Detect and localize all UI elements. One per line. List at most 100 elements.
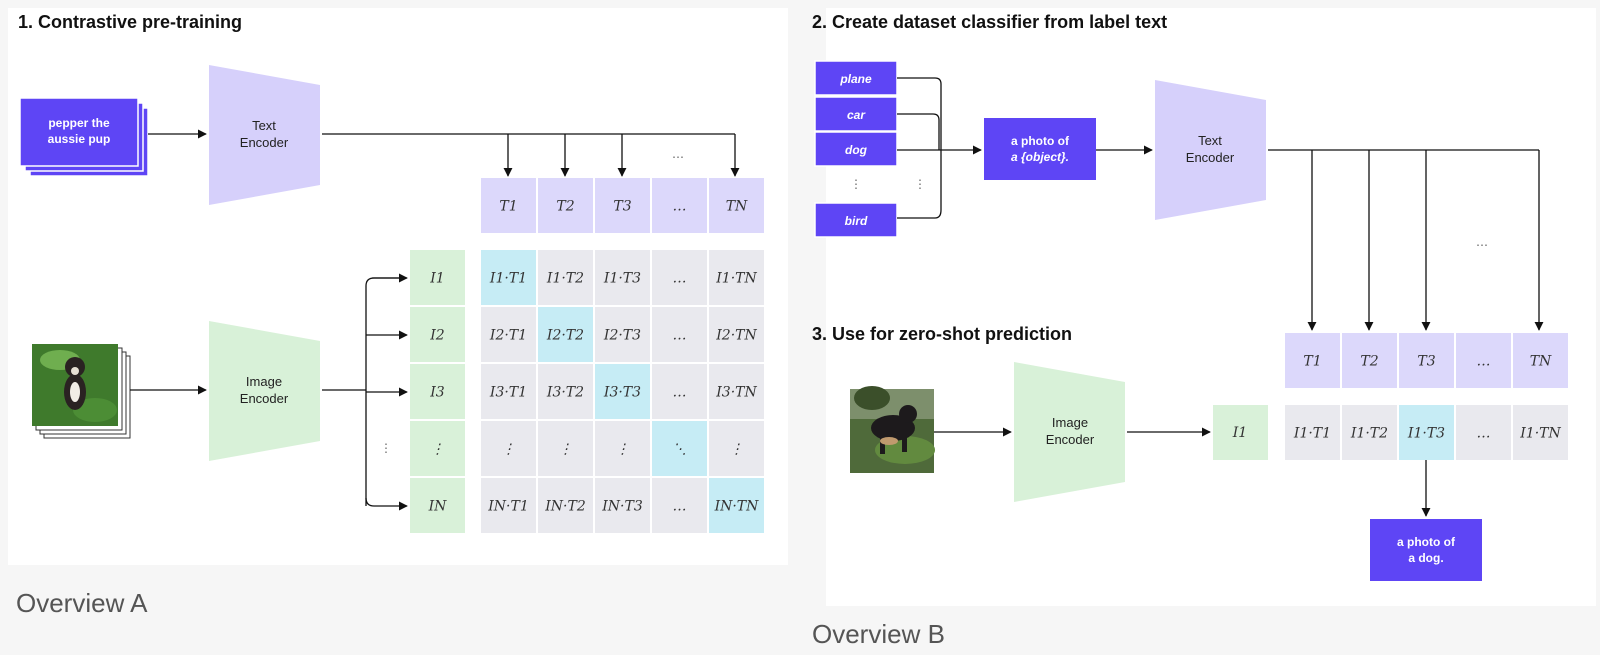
- t-b-3-label: …: [1477, 354, 1491, 370]
- matrix-a-2-4-cell: [709, 364, 764, 419]
- i-a-4-cell: [410, 478, 465, 533]
- matrix-a-1-4-label: I2·TN: [715, 328, 757, 344]
- row-b-4-cell: [1513, 405, 1568, 460]
- i-a-3-label: ⋮: [431, 442, 445, 458]
- matrix-a-4-2-cell: [595, 478, 650, 533]
- label-box-2: [814, 131, 898, 167]
- top-ellipsis-a: …: [672, 147, 684, 161]
- image-encoder-a-line-2: Encoder: [240, 391, 289, 406]
- image-encoder-b-line-1: Image: [1052, 415, 1088, 430]
- matrix-a-1-3-cell: [652, 307, 707, 362]
- t-a-3-label: …: [673, 199, 687, 215]
- matrix-a-1-2-cell: [595, 307, 650, 362]
- matrix-a-1-2-label: I2·T3: [603, 328, 641, 344]
- image-encoder-a: [209, 321, 320, 461]
- label-ellipsis: ⋮: [850, 177, 862, 191]
- text-encoder-a-line-2: Encoder: [240, 135, 289, 150]
- matrix-a-0-2-cell: [595, 250, 650, 305]
- matrix-a-2-0-cell: [481, 364, 536, 419]
- matrix-a-2-3-cell: [652, 364, 707, 419]
- row-b-4-label: I1·TN: [1519, 426, 1561, 442]
- matrix-a-3-0-cell: [481, 421, 536, 476]
- output-line-1: a photo of: [1397, 535, 1456, 549]
- matrix-a-3-4-cell: [709, 421, 764, 476]
- row-b-1-cell: [1342, 405, 1397, 460]
- template-line-2: a {object}.: [1011, 150, 1069, 164]
- text-encoder-b-line-2: Encoder: [1186, 150, 1235, 165]
- t-b-4-label: TN: [1530, 354, 1552, 370]
- t-a-2-label: T3: [613, 199, 631, 215]
- t-a-2-cell: [595, 178, 650, 233]
- t-b-4-cell: [1513, 333, 1568, 388]
- t-a-4-cell: [709, 178, 764, 233]
- row-b-3-label: …: [1477, 426, 1491, 442]
- t-b-2-label: T3: [1417, 354, 1435, 370]
- row-b-1-label: I1·T2: [1350, 426, 1388, 442]
- matrix-a-2-2-cell: [595, 364, 650, 419]
- matrix-a-0-4-label: I1·TN: [715, 271, 757, 287]
- i-a-0-cell: [410, 250, 465, 305]
- arrow-to-in: [365, 497, 408, 511]
- matrix-a-4-3-cell: [652, 478, 707, 533]
- t-a-4-label: TN: [726, 199, 748, 215]
- matrix-a-2-2-label: I3·T3: [603, 385, 641, 401]
- matrix-a-2-1-cell: [538, 364, 593, 419]
- matrix-a-0-1-label: I1·T2: [546, 271, 584, 287]
- row-b-2-cell: [1399, 405, 1454, 460]
- t-b-0-label: T1: [1303, 354, 1321, 370]
- matrix-a-1-1-cell: [538, 307, 593, 362]
- matrix-a-3-3-cell: [652, 421, 707, 476]
- image-encoder-b-line-2: Encoder: [1046, 432, 1095, 447]
- label-text-1: car: [847, 108, 866, 122]
- text-input-stack: pepper the aussie pup: [19, 97, 149, 177]
- label-text-0: plane: [839, 72, 872, 86]
- t-b-3-cell: [1456, 333, 1511, 388]
- template-box: [984, 118, 1096, 180]
- matrix-a-0-0-cell: [481, 250, 536, 305]
- matrix-a-4-0-label: IN·T1: [487, 499, 528, 515]
- template-line-1: a photo of: [1011, 134, 1070, 148]
- t-a-1-label: T2: [556, 199, 574, 215]
- dog-photo-icon: [850, 386, 935, 473]
- panel-a-title: 1. Contrastive pre-training: [18, 12, 242, 32]
- matrix-a-0-0-label: I1·T1: [489, 271, 527, 287]
- matrix-a-4-0-cell: [481, 478, 536, 533]
- matrix-a-3-1-label: ⋮: [559, 442, 573, 458]
- label-text-2: dog: [845, 143, 868, 157]
- matrix-a-0-2-label: I1·T3: [603, 271, 641, 287]
- i-a-1-label: I2: [429, 328, 445, 344]
- label-text-4: bird: [845, 214, 868, 228]
- label-box-4: [814, 202, 898, 238]
- i-a-0-label: I1: [429, 271, 444, 287]
- matrix-a-4-4-label: IN·TN: [714, 499, 760, 515]
- matrix-a-1-0-label: I2·T1: [489, 328, 527, 344]
- text-encoder-a-line-1: Text: [252, 118, 276, 133]
- i-a-4-label: IN: [428, 499, 448, 515]
- matrix-a-4-1-cell: [538, 478, 593, 533]
- text-encoder-b-line-1: Text: [1198, 133, 1222, 148]
- row-b-2-label: I1·T3: [1407, 426, 1445, 442]
- matrix-a-0-4-cell: [709, 250, 764, 305]
- t-a-1-cell: [538, 178, 593, 233]
- label-connector-plane: [897, 77, 942, 219]
- matrix-a-2-1-label: I3·T2: [546, 385, 584, 401]
- matrix-a-1-4-cell: [709, 307, 764, 362]
- panel-b-caption: Overview B: [812, 619, 945, 649]
- label-box-0: [814, 60, 898, 96]
- text-input-line-2: aussie pup: [48, 132, 111, 146]
- t-a-3-cell: [652, 178, 707, 233]
- matrix-a-3-2-label: ⋮: [616, 442, 630, 458]
- matrix-a-4-1-label: IN·T2: [544, 499, 586, 515]
- t-b-2-cell: [1399, 333, 1454, 388]
- dog-photo-stack-icon: [32, 344, 131, 439]
- matrix-a-1-3-label: …: [673, 328, 687, 344]
- matrix-a-1-1-label: I2·T2: [546, 328, 584, 344]
- matrix-a-3-0-label: ⋮: [502, 442, 516, 458]
- matrix-a-0-1-cell: [538, 250, 593, 305]
- row-b-3-cell: [1456, 405, 1511, 460]
- i1-cell-b: [1213, 405, 1268, 460]
- matrix-a-3-2-cell: [595, 421, 650, 476]
- matrix-a-2-3-label: …: [673, 385, 687, 401]
- matrix-a-3-3-label: ⋱: [673, 442, 687, 458]
